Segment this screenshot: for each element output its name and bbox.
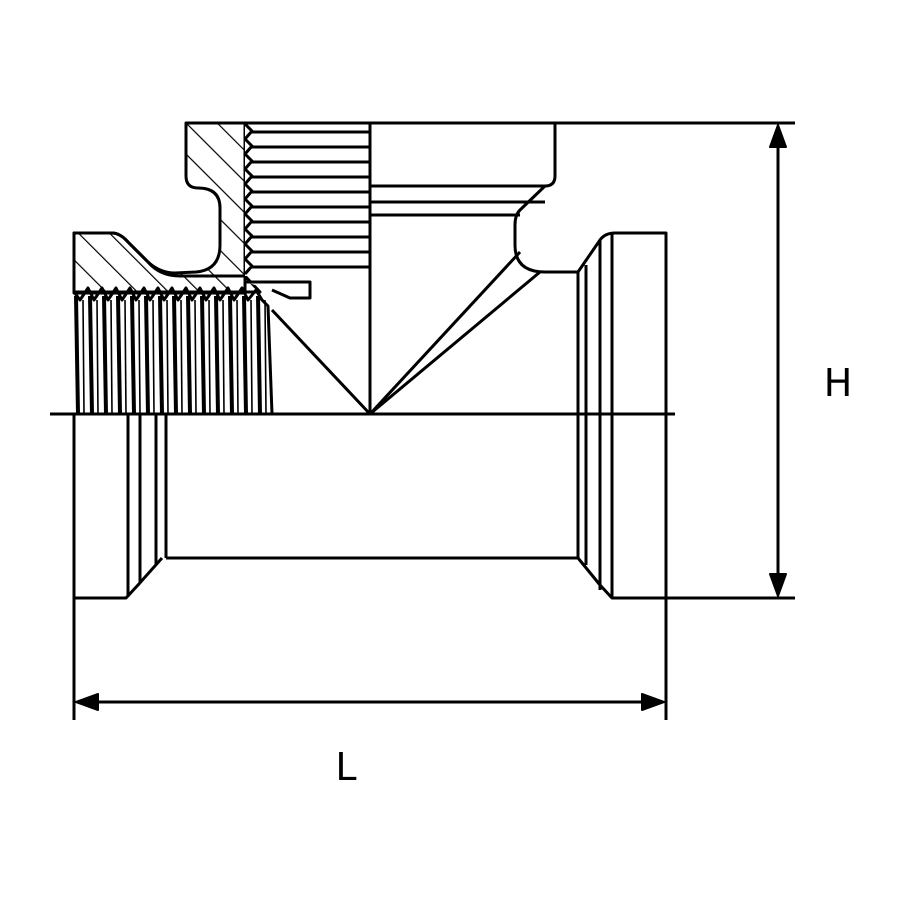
left-run-end xyxy=(72,414,168,600)
height-label: H xyxy=(824,361,853,405)
hatched-section xyxy=(72,121,262,295)
length-label: L xyxy=(335,745,356,789)
top-branch-body xyxy=(186,121,578,414)
length-dimension xyxy=(72,555,668,720)
height-dimension xyxy=(555,121,795,600)
top-branch-thread xyxy=(243,122,370,300)
drill-cone xyxy=(270,250,541,416)
left-run-thread xyxy=(72,286,274,415)
